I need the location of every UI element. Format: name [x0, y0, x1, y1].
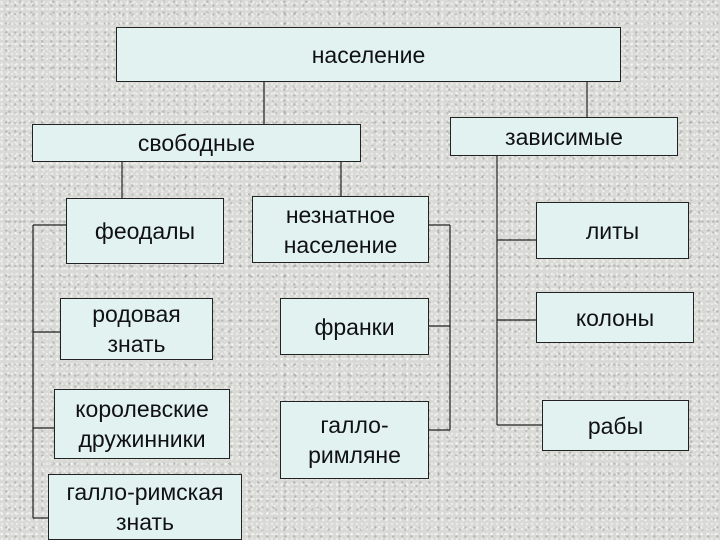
node-slaves: рабы: [542, 400, 689, 451]
node-free: свободные: [32, 124, 361, 162]
node-royal-retinue: королевские дружинники: [54, 389, 230, 459]
node-coloni: колоны: [536, 292, 694, 343]
node-franks: франки: [280, 298, 429, 355]
node-dependent: зависимые: [450, 117, 678, 156]
node-population: население: [116, 27, 621, 82]
node-gallo-romans: галло- римляне: [280, 401, 429, 479]
node-noble-clan: родовая знать: [60, 298, 213, 360]
node-lites: литы: [536, 202, 689, 259]
node-commoners: незнатное население: [252, 196, 429, 263]
node-feudals: феодалы: [66, 198, 224, 264]
node-gallo-roman-nobility: галло-римская знать: [48, 474, 242, 540]
